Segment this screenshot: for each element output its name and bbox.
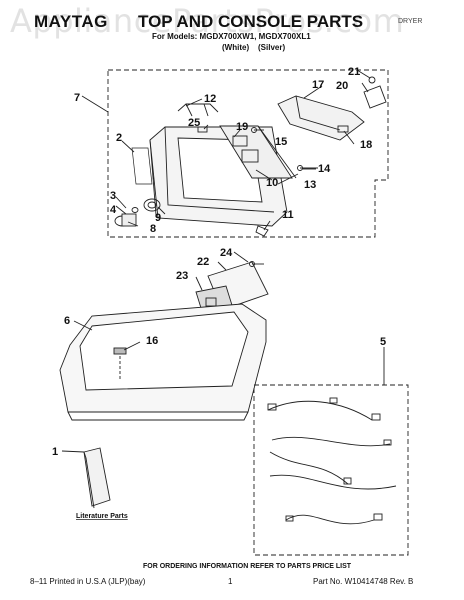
callout-11: 11 [282, 209, 294, 221]
callout-2: 2 [116, 132, 122, 144]
callout-24: 24 [220, 247, 233, 259]
callout-16: 16 [146, 335, 158, 347]
callout-20: 20 [336, 80, 348, 92]
callout-8: 8 [150, 223, 156, 235]
callout-17: 17 [312, 79, 324, 91]
console-bracket [277, 95, 365, 141]
part-number: Part No. W10414748 Rev. B [313, 577, 414, 586]
color-silver-label: (Silver) [258, 43, 286, 52]
bracket-20 [363, 85, 387, 109]
model-numbers: For Models: MGDX700XW1, MGDX700XL1 [152, 32, 311, 41]
callout-6: 6 [64, 315, 70, 327]
callout-4: 4 [110, 204, 117, 216]
wiring-harness-box [253, 384, 409, 556]
callout-3: 3 [110, 190, 116, 202]
watermark: AppliancePartsPros.com [10, 2, 405, 40]
callout-23: 23 [176, 270, 188, 282]
callout-12: 12 [204, 93, 216, 105]
ordering-info: FOR ORDERING INFORMATION REFER TO PARTS … [143, 563, 352, 570]
wiring-harness [267, 400, 397, 525]
console-group-box [107, 69, 389, 238]
callout-10: 10 [266, 177, 278, 189]
control-board [219, 125, 293, 179]
knob-ring [143, 198, 161, 212]
literature-book [83, 447, 111, 507]
callout-1: 1 [52, 446, 58, 458]
callout-5: 5 [380, 336, 386, 348]
print-info: 8–11 Printed in U.S.A (JLP)(bay) [30, 577, 146, 586]
callout-15: 15 [275, 136, 287, 148]
callout-labels: 7 2 3 4 8 9 12 25 19 15 10 13 14 17 18 2… [52, 66, 386, 520]
brand-name: MAYTAG [34, 12, 108, 31]
callout-7: 7 [74, 92, 80, 104]
callout-9: 9 [155, 212, 161, 224]
page-title: TOP AND CONSOLE PARTS [138, 12, 364, 31]
color-white-label: (White) [222, 43, 250, 52]
callout-22: 22 [197, 256, 209, 268]
callout-19: 19 [236, 121, 248, 133]
product-type: DRYER [398, 18, 423, 25]
callout-14: 14 [318, 163, 331, 175]
callout-21: 21 [348, 66, 360, 78]
callout-25: 25 [188, 117, 200, 129]
literature-parts-label: Literature Parts [76, 513, 128, 520]
callout-13: 13 [304, 179, 316, 191]
callout-18: 18 [360, 139, 372, 151]
page-number: 1 [228, 577, 233, 586]
